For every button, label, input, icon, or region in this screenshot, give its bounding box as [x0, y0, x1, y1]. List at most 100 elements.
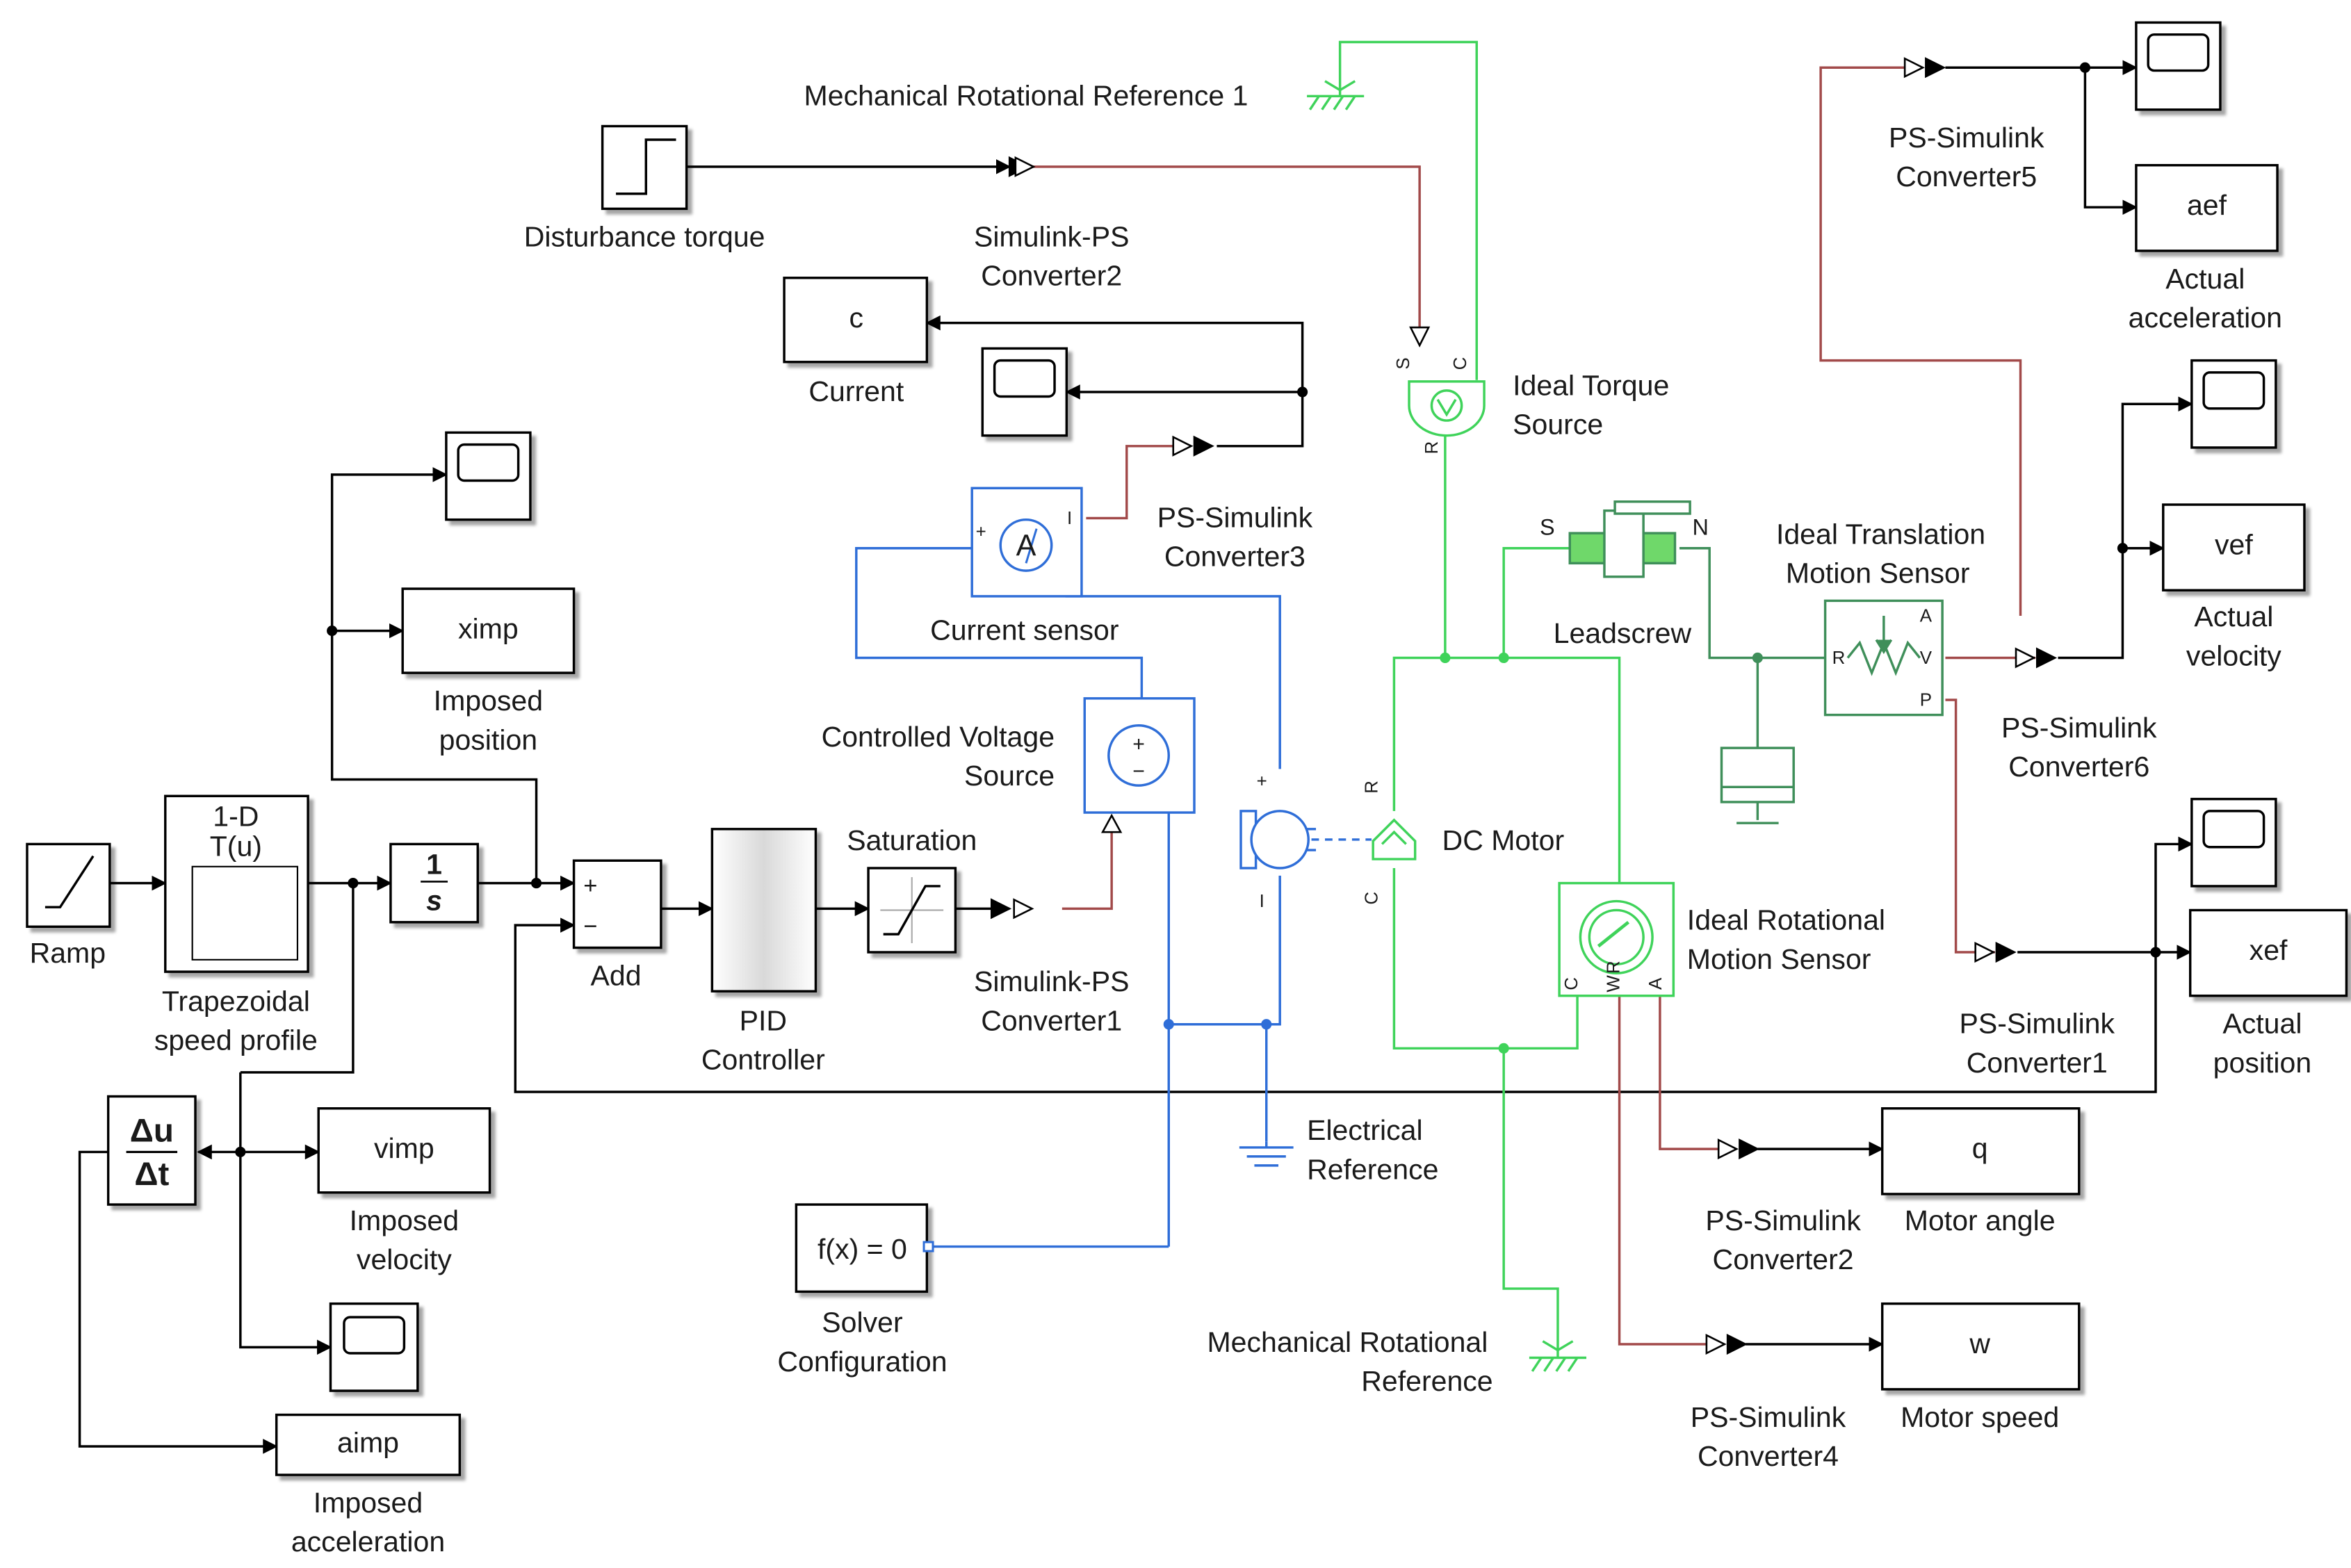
- saturation-label: Saturation: [847, 824, 977, 856]
- dc-motor-port-c: C: [1362, 892, 1382, 905]
- leadscrew-label: Leadscrew: [1554, 617, 1692, 649]
- ps1-label-1: PS-Simulink: [1960, 1008, 2115, 1040]
- saturation-block[interactable]: [867, 867, 957, 954]
- current-sensor-block[interactable]: [970, 487, 1083, 598]
- add-block[interactable]: [572, 859, 662, 949]
- leadscrew-port-s: S: [1540, 514, 1555, 539]
- current-sensor-port-plus: +: [976, 523, 986, 542]
- ps5-label-1: PS-Simulink: [1889, 122, 2044, 154]
- integrator-block[interactable]: [389, 842, 479, 924]
- vef-text: vef: [2215, 528, 2253, 560]
- w-block[interactable]: [1880, 1302, 2081, 1391]
- current-sensor-label: Current sensor: [930, 614, 1118, 646]
- aef-block[interactable]: [2135, 163, 2279, 252]
- aimp-label-1: Imposed: [314, 1487, 423, 1519]
- trapezoidal-block[interactable]: [164, 794, 309, 973]
- xef-scope[interactable]: [2190, 797, 2277, 888]
- ximp-block[interactable]: [401, 587, 576, 674]
- rot-sensor-label-2: Motion Sensor: [1687, 943, 1871, 975]
- vef-scope[interactable]: [2190, 359, 2277, 449]
- dc-motor-port-r: R: [1362, 781, 1382, 794]
- position-scope[interactable]: [445, 431, 532, 521]
- aimp-text: aimp: [337, 1427, 399, 1459]
- pid-block[interactable]: [710, 828, 817, 993]
- vef-block[interactable]: [2162, 503, 2306, 591]
- ps6-label-1: PS-Simulink: [2001, 712, 2157, 744]
- vef-label-1: Actual: [2194, 601, 2273, 632]
- ramp-icon: [44, 855, 95, 908]
- mass-block[interactable]: [1720, 746, 1795, 824]
- dc-motor-port-plus: +: [1257, 771, 1267, 791]
- ps2-in-port: [1717, 1138, 1739, 1160]
- disturbance-torque-block[interactable]: [601, 124, 688, 211]
- ps5-in-port: [1903, 57, 1925, 79]
- scope-icon: [2202, 810, 2265, 849]
- aimp-block[interactable]: [275, 1413, 462, 1476]
- torque-input-port: [1409, 326, 1431, 348]
- ideal-rotational-motion-sensor-block[interactable]: [1558, 881, 1675, 997]
- ps1-out-port: [1995, 941, 2017, 963]
- torque-source-label-2: Source: [1513, 409, 1603, 441]
- derivative-den: Δt: [134, 1156, 169, 1193]
- trans-port-p: P: [1920, 691, 1932, 710]
- dc-motor-port-i: I: [1260, 892, 1264, 911]
- ximp-label-2: position: [439, 724, 537, 756]
- ps3-out-port: [1193, 435, 1214, 457]
- q-block[interactable]: [1880, 1107, 2081, 1195]
- trans-sensor-label-1: Ideal Translation: [1776, 518, 1985, 550]
- ideal-translation-motion-sensor-block[interactable]: [1823, 599, 1944, 717]
- dc-motor-label: DC Motor: [1442, 824, 1565, 856]
- ps1-label-2: Converter1: [1967, 1047, 2108, 1079]
- sps1-label-2: Converter1: [981, 1004, 1122, 1036]
- add-plus: +: [583, 873, 597, 899]
- saturation-icon: [883, 885, 941, 936]
- current-goto-block[interactable]: [783, 277, 929, 364]
- mech-ref1-label: Mechanical Rotational Reference 1: [804, 79, 1248, 111]
- trapezoidal-label-2: speed profile: [154, 1024, 318, 1056]
- vimp-block[interactable]: [317, 1107, 491, 1194]
- current-goto-text: c: [849, 302, 864, 334]
- current-sensor-port-i: I: [1067, 509, 1072, 528]
- cvs-label-2: Source: [964, 760, 1055, 792]
- trapezoidal-label-1: Trapezoidal: [162, 985, 310, 1017]
- ps6-in-port: [2015, 647, 2036, 669]
- elec-ref-label-2: Reference: [1307, 1153, 1438, 1185]
- mech-ref-label-1: Mechanical Rotational: [1207, 1326, 1488, 1358]
- ramp-label: Ramp: [30, 937, 106, 969]
- leadscrew-port-n: N: [1693, 514, 1709, 539]
- derivative-block[interactable]: [106, 1095, 197, 1206]
- sps1-label-1: Simulink-PS: [974, 965, 1130, 997]
- xef-block[interactable]: [2188, 908, 2348, 997]
- ramp-block[interactable]: [26, 842, 111, 929]
- mech-ref-label-2: Reference: [1361, 1365, 1492, 1397]
- aef-label-1: Actual: [2165, 263, 2245, 295]
- q-text: q: [1972, 1132, 1988, 1164]
- dc-motor-block[interactable]: [1239, 810, 1317, 869]
- sps1-in-port: [990, 898, 1012, 920]
- cvs-label-1: Controlled Voltage: [822, 721, 1055, 753]
- acceleration-scope-bottom[interactable]: [329, 1302, 419, 1392]
- ideal-torque-source-block[interactable]: [1408, 380, 1486, 437]
- aimp-label-2: acceleration: [291, 1526, 445, 1558]
- xef-label-2: position: [2213, 1047, 2311, 1079]
- ps2-out-port: [1739, 1138, 1760, 1160]
- torque-port-s: S: [1394, 357, 1413, 369]
- ps6-out-port: [2035, 647, 2058, 669]
- disturbance-label: Disturbance torque: [524, 220, 765, 252]
- controlled-voltage-source-block[interactable]: [1083, 697, 1196, 814]
- w-label: Motor speed: [1901, 1401, 2059, 1433]
- ps5-out-port: [1925, 57, 1946, 79]
- ximp-label-1: Imposed: [434, 685, 543, 717]
- ps3-label-2: Converter3: [1164, 541, 1305, 573]
- ps3-in-port: [1172, 435, 1194, 457]
- sps2-label-2: Converter2: [981, 260, 1122, 292]
- trans-port-a: A: [1920, 607, 1933, 626]
- aef-label-2: acceleration: [2129, 302, 2282, 334]
- solver-label-1: Solver: [822, 1307, 902, 1339]
- leadscrew-block[interactable]: [1568, 500, 1691, 578]
- aef-scope[interactable]: [2135, 21, 2222, 111]
- vimp-label-1: Imposed: [350, 1204, 459, 1236]
- ps4-in-port: [1705, 1333, 1727, 1355]
- current-scope[interactable]: [981, 347, 1068, 437]
- elec-ref-label-1: Electrical: [1307, 1114, 1423, 1146]
